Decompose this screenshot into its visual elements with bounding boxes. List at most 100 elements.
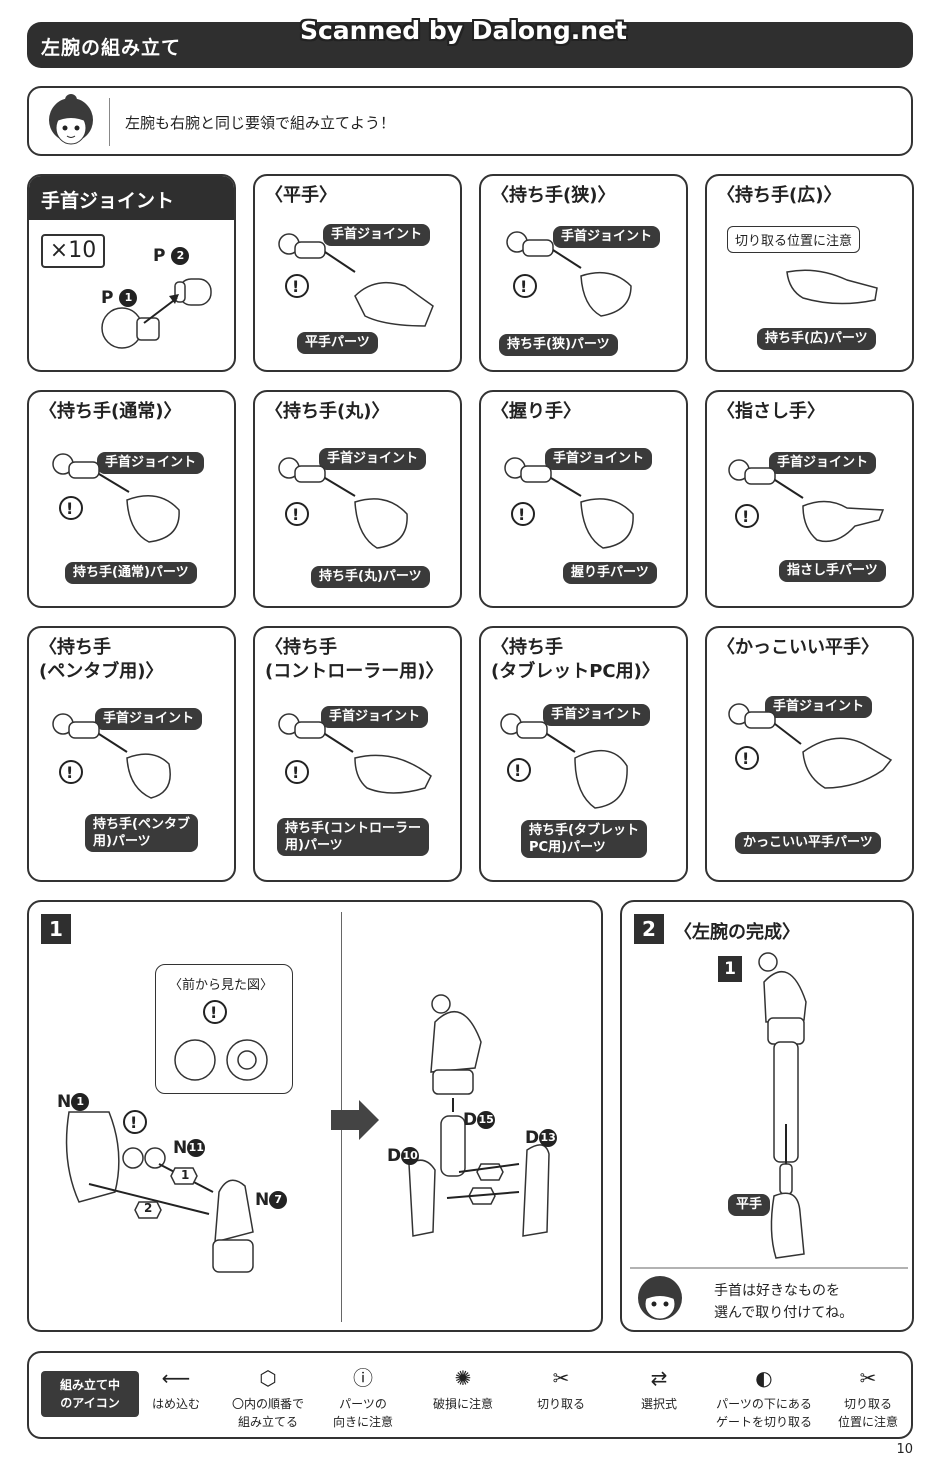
hand-assembly-drawing: ! <box>504 457 634 549</box>
d13-label: D13 <box>525 1128 558 1148</box>
cut-position-note: 切り取る位置に注意 <box>727 226 861 253</box>
hand-part-label: 平手パーツ <box>297 332 378 354</box>
legend-item-break: ✺ 破損に注意 <box>421 1361 505 1413</box>
n11-label: N11 <box>173 1138 206 1158</box>
completed-arm-drawing <box>630 952 908 1320</box>
section-title: 左腕の組み立て <box>41 37 182 59</box>
hand-assembly-drawing: ! <box>500 713 628 809</box>
wrist-joint-drawing <box>101 278 212 349</box>
hand-title: 〈持ち手 (ペンタブ用)〉 <box>39 637 164 682</box>
cut-position-icon: ✂ <box>859 1366 877 1390</box>
hand-part-label: 握り手パーツ <box>563 562 657 584</box>
intro-text: 左腕も右腕と同じ要領で組み立てよう！ <box>125 114 396 132</box>
joint-label: 手首ジョイント <box>765 696 873 718</box>
hand-part-label: 持ち手(丸)パーツ <box>311 566 430 588</box>
legend-item-cut-position: ✂ 切り取る 位置に注意 <box>825 1361 911 1431</box>
hand-drawing <box>786 269 878 305</box>
hand-assembly-drawing: ! <box>52 713 171 799</box>
svg-text:!: ! <box>66 499 73 518</box>
wrist-joint-title: 手首ジョイント <box>41 190 175 212</box>
step-ref-number: 1 <box>718 956 742 982</box>
arrow-icon: ⟵ <box>161 1366 191 1390</box>
icon-legend: 組み立て中 のアイコン ⟵ はめ込む ⬡ 〇内の順番で 組み立てる ⓘ パーツの… <box>27 1351 913 1439</box>
legend-item-cut: ✂ 切り取る <box>519 1361 603 1413</box>
legend-item-gate: ◐ パーツの下にある ゲートを切り取る <box>705 1361 823 1431</box>
d10-label: D10 <box>387 1146 420 1166</box>
order-2-label: 2 <box>144 1201 153 1215</box>
hand-panel-cool: 〈かっこいい平手〉 手首ジョイント かっこいい平手パーツ ! <box>705 626 914 882</box>
hand-title: 〈持ち手 (タブレットPC用)〉 <box>491 637 660 682</box>
hand-part-label: 持ち手(広)パーツ <box>757 328 876 350</box>
hand-assembly-drawing: ! <box>278 457 408 549</box>
hand-panel-tablet: 〈持ち手 (タブレットPC用)〉 手首ジョイント 持ち手(タブレット PC用)パ… <box>479 626 688 882</box>
hand-assembly-drawing: ! <box>278 233 434 327</box>
legend-item-orientation: ⓘ パーツの 向きに注意 <box>321 1361 405 1431</box>
hand-title: 〈指さし手〉 <box>717 401 825 422</box>
hand-label: 平手 <box>728 1194 771 1216</box>
legend-item-order: ⬡ 〇内の順番で 組み立てる <box>215 1361 321 1431</box>
hand-title: 〈かっこいい平手〉 <box>717 637 879 658</box>
hand-title: 〈平手〉 <box>265 185 337 206</box>
wrist-joint-panel: 手首ジョイント ×10 P 2 P 1 <box>27 174 236 372</box>
hand-assembly-drawing: ! <box>278 713 432 794</box>
hand-title: 〈握り手〉 <box>491 401 581 422</box>
svg-text:!: ! <box>66 763 73 782</box>
joint-label: 手首ジョイント <box>543 704 651 726</box>
hand-panel-wide: 〈持ち手(広)〉 切り取る位置に注意 持ち手(広)パーツ <box>705 174 914 372</box>
order-icon: ⬡ <box>259 1366 277 1390</box>
hand-part-label: 指さし手パーツ <box>779 560 886 582</box>
legend-label: 組み立て中 のアイコン <box>41 1371 139 1417</box>
step-number: 1 <box>41 914 71 944</box>
gate-icon: ◐ <box>755 1366 773 1390</box>
step-number: 2 <box>634 914 664 944</box>
svg-text:!: ! <box>292 277 299 296</box>
page-number: 10 <box>896 1442 913 1457</box>
divider <box>109 98 110 146</box>
section-header: 左腕の組み立て <box>27 22 913 68</box>
hand-assembly-drawing: ! <box>728 459 885 543</box>
joint-label: 手首ジョイント <box>323 224 431 246</box>
joint-label: 手首ジョイント <box>769 452 877 474</box>
hand-part-label: かっこいい平手パーツ <box>735 832 881 854</box>
hand-panel-normal: 〈持ち手(通常)〉 手首ジョイント 持ち手(通常)パーツ ! <box>27 390 236 608</box>
svg-text:!: ! <box>210 1003 217 1022</box>
p2-label: P 2 <box>153 246 190 266</box>
hand-panel-controller: 〈持ち手 (コントローラー用)〉 手首ジョイント 持ち手(コントローラー 用)パ… <box>253 626 462 882</box>
step2-title: 〈左腕の完成〉 <box>674 922 800 943</box>
hand-panel-grip: 〈握り手〉 手首ジョイント 握り手パーツ ! <box>479 390 688 608</box>
order-1-label: 1 <box>181 1168 190 1182</box>
svg-text:!: ! <box>514 761 521 780</box>
hand-title: 〈持ち手(通常)〉 <box>39 401 182 422</box>
front-view-title: 〈前から見た図〉 <box>169 978 274 993</box>
intro-box: 左腕も右腕と同じ要領で組み立てよう！ <box>27 86 913 156</box>
svg-text:!: ! <box>742 507 749 526</box>
break-icon: ✺ <box>454 1366 472 1390</box>
hand-title: 〈持ち手(広)〉 <box>717 185 842 206</box>
joint-label: 手首ジョイント <box>97 452 205 474</box>
watermark: Scanned by Dalong.net <box>299 16 627 45</box>
step2-panel: 2 〈左腕の完成〉 1 平手 手首は好きなものを 選んで取り付けてね。 <box>620 900 914 1332</box>
p1-label: P 1 <box>101 288 138 308</box>
hand-panel-pentab: 〈持ち手 (ペンタブ用)〉 手首ジョイント 持ち手(ペンタブ 用)パーツ ! <box>27 626 236 882</box>
svg-text:!: ! <box>518 505 525 524</box>
joint-label: 手首ジョイント <box>321 706 429 728</box>
hand-panel-pointing: 〈指さし手〉 手首ジョイント 指さし手パーツ ! <box>705 390 914 608</box>
tip-avatar-icon <box>638 1276 682 1320</box>
choice-icon: ⇄ <box>650 1366 668 1390</box>
hand-assembly-drawing: ! <box>506 231 632 317</box>
joint-label: 手首ジョイント <box>553 226 661 248</box>
svg-text:!: ! <box>742 749 749 768</box>
joint-label: 手首ジョイント <box>95 708 203 730</box>
legend-item-snap: ⟵ はめ込む <box>137 1361 215 1413</box>
hand-part-label: 持ち手(狭)パーツ <box>499 334 618 356</box>
joint-label: 手首ジョイント <box>319 448 427 470</box>
wrist-joint-title-bar <box>29 176 234 220</box>
hand-panel-round: 〈持ち手(丸)〉 手首ジョイント 持ち手(丸)パーツ ! <box>253 390 462 608</box>
d15-label: D15 <box>463 1110 496 1130</box>
count-box: ×10 <box>41 234 105 268</box>
front-view-box <box>155 964 293 1094</box>
character-avatar-icon <box>49 94 93 145</box>
